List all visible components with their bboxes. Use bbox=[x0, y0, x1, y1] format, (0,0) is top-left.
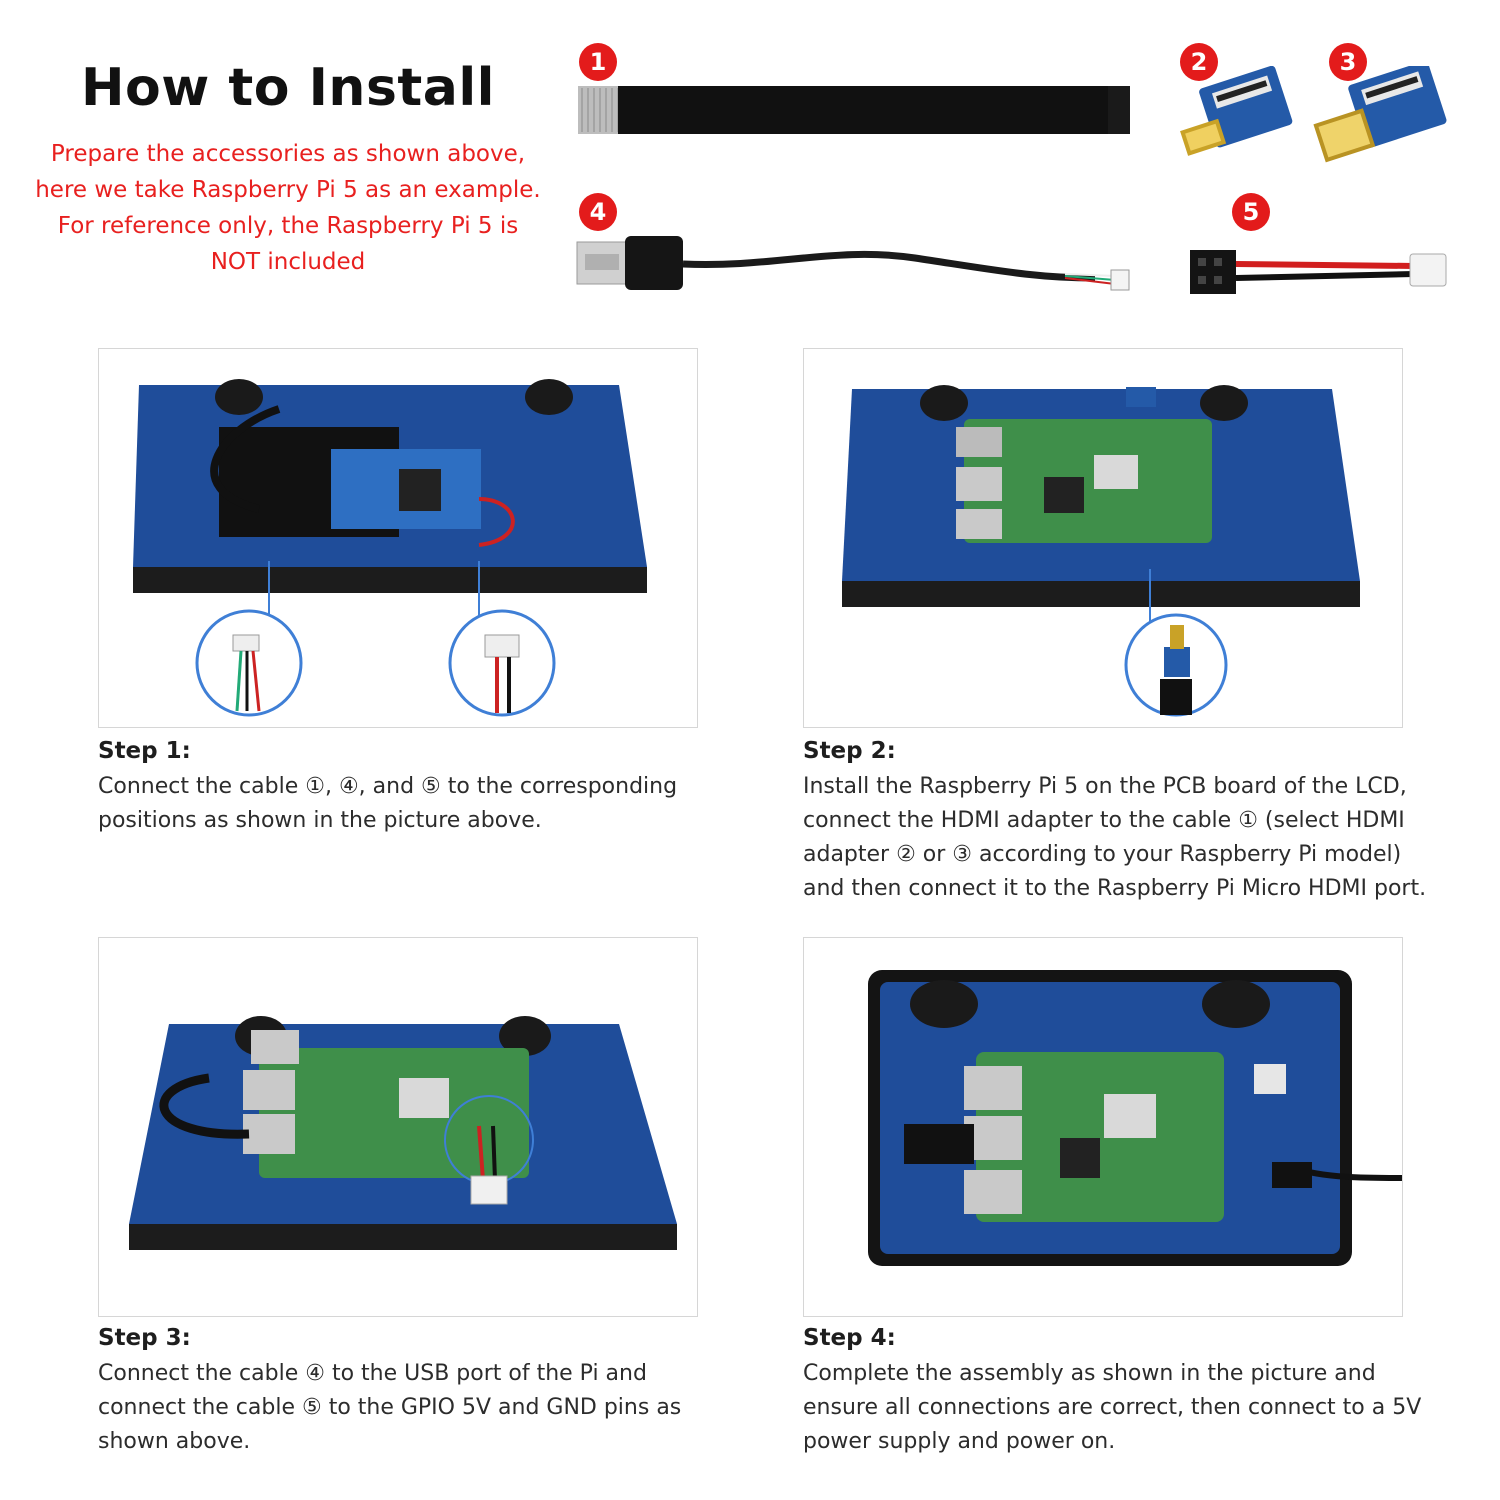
micro-hdmi-adapter-image bbox=[1180, 66, 1293, 156]
step-2-line-3: adapter ② or ③ according to your Raspber… bbox=[803, 842, 1402, 867]
step-4-line-2: ensure all connections are correct, then… bbox=[803, 1395, 1422, 1420]
power-cable-image bbox=[1190, 250, 1447, 294]
step-4-title: Step 4: bbox=[803, 1325, 896, 1351]
intro-line-4: NOT included bbox=[210, 249, 366, 275]
step-4-photo bbox=[868, 970, 1402, 1266]
step-4-image-panel bbox=[803, 937, 1403, 1317]
step-4-description: Complete the assembly as shown in the pi… bbox=[803, 1357, 1421, 1459]
step-3-image-panel bbox=[98, 937, 698, 1317]
step-3-line-2: connect the cable ⑤ to the GPIO 5V and G… bbox=[98, 1395, 682, 1420]
accessory-badge-5: 5 bbox=[1232, 193, 1270, 231]
step-2-title: Step 2: bbox=[803, 738, 896, 764]
step-1-description: Connect the cable ①, ④, and ⑤ to the cor… bbox=[98, 770, 677, 838]
step-1-line-1: Connect the cable ①, ④, and ⑤ to the cor… bbox=[98, 774, 678, 799]
step-3-line-3: shown above. bbox=[98, 1429, 251, 1454]
step-1-image-panel bbox=[98, 348, 698, 728]
usb-cable-image bbox=[576, 236, 1130, 291]
step-2-line-1: Install the Raspberry Pi 5 on the PCB bo… bbox=[803, 774, 1407, 799]
hdmi-adapter-image bbox=[1313, 66, 1447, 163]
step-3-photo bbox=[129, 1016, 677, 1250]
step-2-photo bbox=[842, 385, 1360, 717]
intro-note: Prepare the accessories as shown above, … bbox=[30, 136, 546, 280]
step-3-line-1: Connect the cable ④ to the USB port of t… bbox=[98, 1361, 647, 1386]
step-1-title: Step 1: bbox=[98, 738, 191, 764]
accessory-badge-2: 2 bbox=[1180, 43, 1218, 81]
step-4-line-3: power supply and power on. bbox=[803, 1429, 1116, 1454]
step-1-line-2: positions as shown in the picture above. bbox=[98, 808, 542, 833]
intro-line-1: Prepare the accessories as shown above, bbox=[50, 141, 526, 167]
step-2-line-2: connect the HDMI adapter to the cable ① … bbox=[803, 808, 1405, 833]
step-2-image-panel bbox=[803, 348, 1403, 728]
intro-line-2: here we take Raspberry Pi 5 as an exampl… bbox=[35, 177, 541, 203]
step-3-title: Step 3: bbox=[98, 1325, 191, 1351]
step-1-photo bbox=[133, 379, 647, 717]
step-2-description: Install the Raspberry Pi 5 on the PCB bo… bbox=[803, 770, 1426, 906]
accessory-badge-4: 4 bbox=[579, 193, 617, 231]
step-4-line-1: Complete the assembly as shown in the pi… bbox=[803, 1361, 1376, 1386]
step-3-description: Connect the cable ④ to the USB port of t… bbox=[98, 1357, 681, 1459]
accessory-badge-1: 1 bbox=[579, 43, 617, 81]
ffc-ribbon-cable-image bbox=[578, 86, 1130, 134]
page-title: How to Install bbox=[81, 58, 495, 118]
step-2-line-4: and then connect it to the Raspberry Pi … bbox=[803, 876, 1427, 901]
intro-line-3: For reference only, the Raspberry Pi 5 i… bbox=[57, 213, 519, 239]
accessory-badge-3: 3 bbox=[1329, 43, 1367, 81]
